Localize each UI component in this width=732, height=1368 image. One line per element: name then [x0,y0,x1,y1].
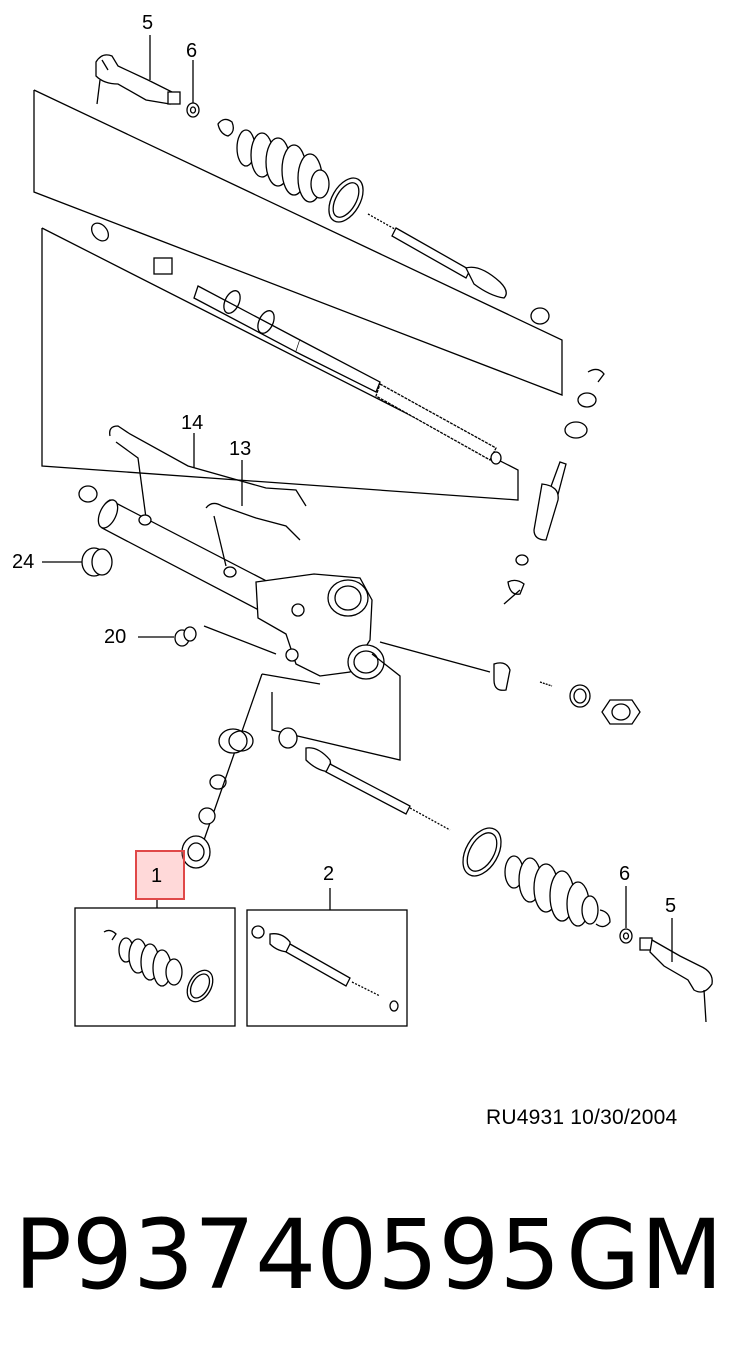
callout-5-top: 5 [142,12,154,34]
boot-kit-1 [103,929,214,1003]
boot-ring-top [328,177,364,223]
boot-top [236,129,330,203]
tie-rod-kit-2 [251,925,399,1012]
fluid-line-13 [205,502,301,578]
callout-1: 1 [151,865,163,887]
kit-box-1 [74,907,236,1027]
boot-ring-bottom [462,827,502,877]
callout-20: 20 [104,626,127,648]
diagram-reference-date: RU4931 10/30/2004 [486,1106,678,1129]
mount-bushing-24 [81,547,113,577]
boot-clamp-top [217,118,234,137]
part-number: P93740595 [14,1199,561,1311]
jam-nut-bottom [619,928,633,944]
seal-stack [181,728,254,869]
inner-tie-rod-top [367,213,550,325]
fitting-20 [174,626,197,647]
group-box-lower [271,653,401,761]
boot-bottom [504,855,611,928]
tie-rod-end-bottom [639,937,713,1023]
group-box-rack [41,227,519,501]
pinion-assembly [503,368,605,605]
kit-box-2 [246,909,408,1027]
callout-13: 13 [229,438,252,460]
highlight-box-item-1 [135,850,185,900]
callout-6-top: 6 [186,40,198,62]
gear-housing [78,485,385,680]
callout-2: 2 [323,863,335,885]
group-box-upper [33,89,563,396]
adjuster-plug-group [379,641,641,725]
callout-5-bottom: 5 [665,895,677,917]
callout-6-bottom: 6 [619,863,631,885]
tie-rod-end-top [95,54,181,105]
jam-nut-top [186,102,200,118]
fluid-line-14 [109,425,307,526]
rack-parts [90,222,502,465]
callout-24: 24 [12,551,35,573]
brand-name: GM [566,1199,724,1311]
callout-14: 14 [181,412,204,434]
inner-tie-rod-bottom [278,727,451,831]
